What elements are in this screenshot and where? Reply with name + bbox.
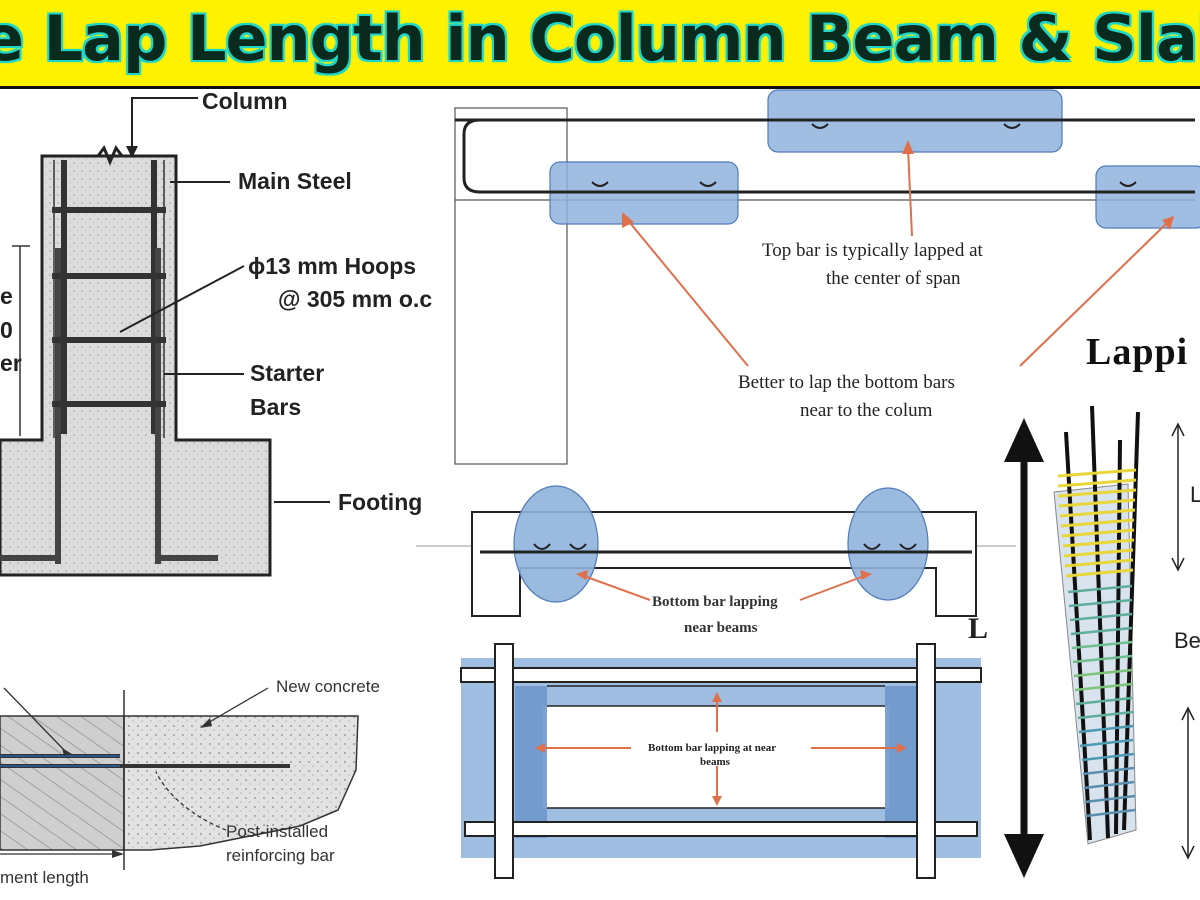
cut-label-3: er [0, 350, 22, 376]
beam-lap-text-1: Bottom bar lapping [652, 594, 778, 610]
beam-span-diagram [454, 89, 1200, 465]
bars-label: Bars [250, 394, 302, 420]
lapping-be-label: Be [1174, 628, 1200, 653]
top-bar-text-1: Top bar is typically lapped at [762, 240, 983, 261]
top-bar-text-2: the center of span [826, 268, 961, 289]
bottom-bar-text-1: Better to lap the bottom bars [738, 372, 955, 393]
lapping-column-diagram [1004, 405, 1195, 878]
right-bottom-lap-zone [1095, 165, 1200, 229]
title-banner: e Lap Length in Column Beam & Slab | Lap… [0, 0, 1200, 89]
embedment-length-label: ment length [0, 868, 89, 887]
slab-joint-diagram [0, 687, 359, 870]
beam-section-diagram [416, 485, 1016, 617]
bottom-bar-text-2: near to the colum [800, 400, 933, 421]
plan-diagram [460, 643, 982, 879]
plan-lap-text-1: Bottom bar lapping at near [648, 742, 777, 754]
starter-label: Starter [250, 360, 325, 386]
left-lap-ellipse [513, 485, 599, 603]
lapping-title: Lappi [1086, 331, 1189, 373]
new-concrete-label: New concrete [276, 677, 380, 696]
page-title: e Lap Length in Column Beam & Slab | Lap… [0, 2, 1200, 75]
column-footing-diagram [0, 97, 330, 577]
lapping-l-label: L [1190, 482, 1200, 507]
beam-lap-text-2: near beams [684, 620, 758, 636]
right-lap-ellipse [847, 487, 929, 601]
footing-shape [0, 154, 272, 577]
main-steel-label: Main Steel [238, 168, 352, 194]
hoops-label: ϕ13 mm Hoops [248, 253, 417, 279]
footing-label: Footing [338, 489, 423, 515]
post-installed-label: Post-installed [226, 822, 329, 841]
cut-label-2: 0 [0, 317, 13, 343]
reinforcing-bar-label: reinforcing bar [226, 846, 335, 865]
column-label: Column [202, 88, 288, 114]
beam-letter-l: L [968, 612, 989, 645]
cut-label-1: e [0, 283, 13, 309]
hoops-spacing-label: @ 305 mm o.c [278, 286, 433, 312]
plan-lap-text-2: beams [700, 756, 730, 768]
